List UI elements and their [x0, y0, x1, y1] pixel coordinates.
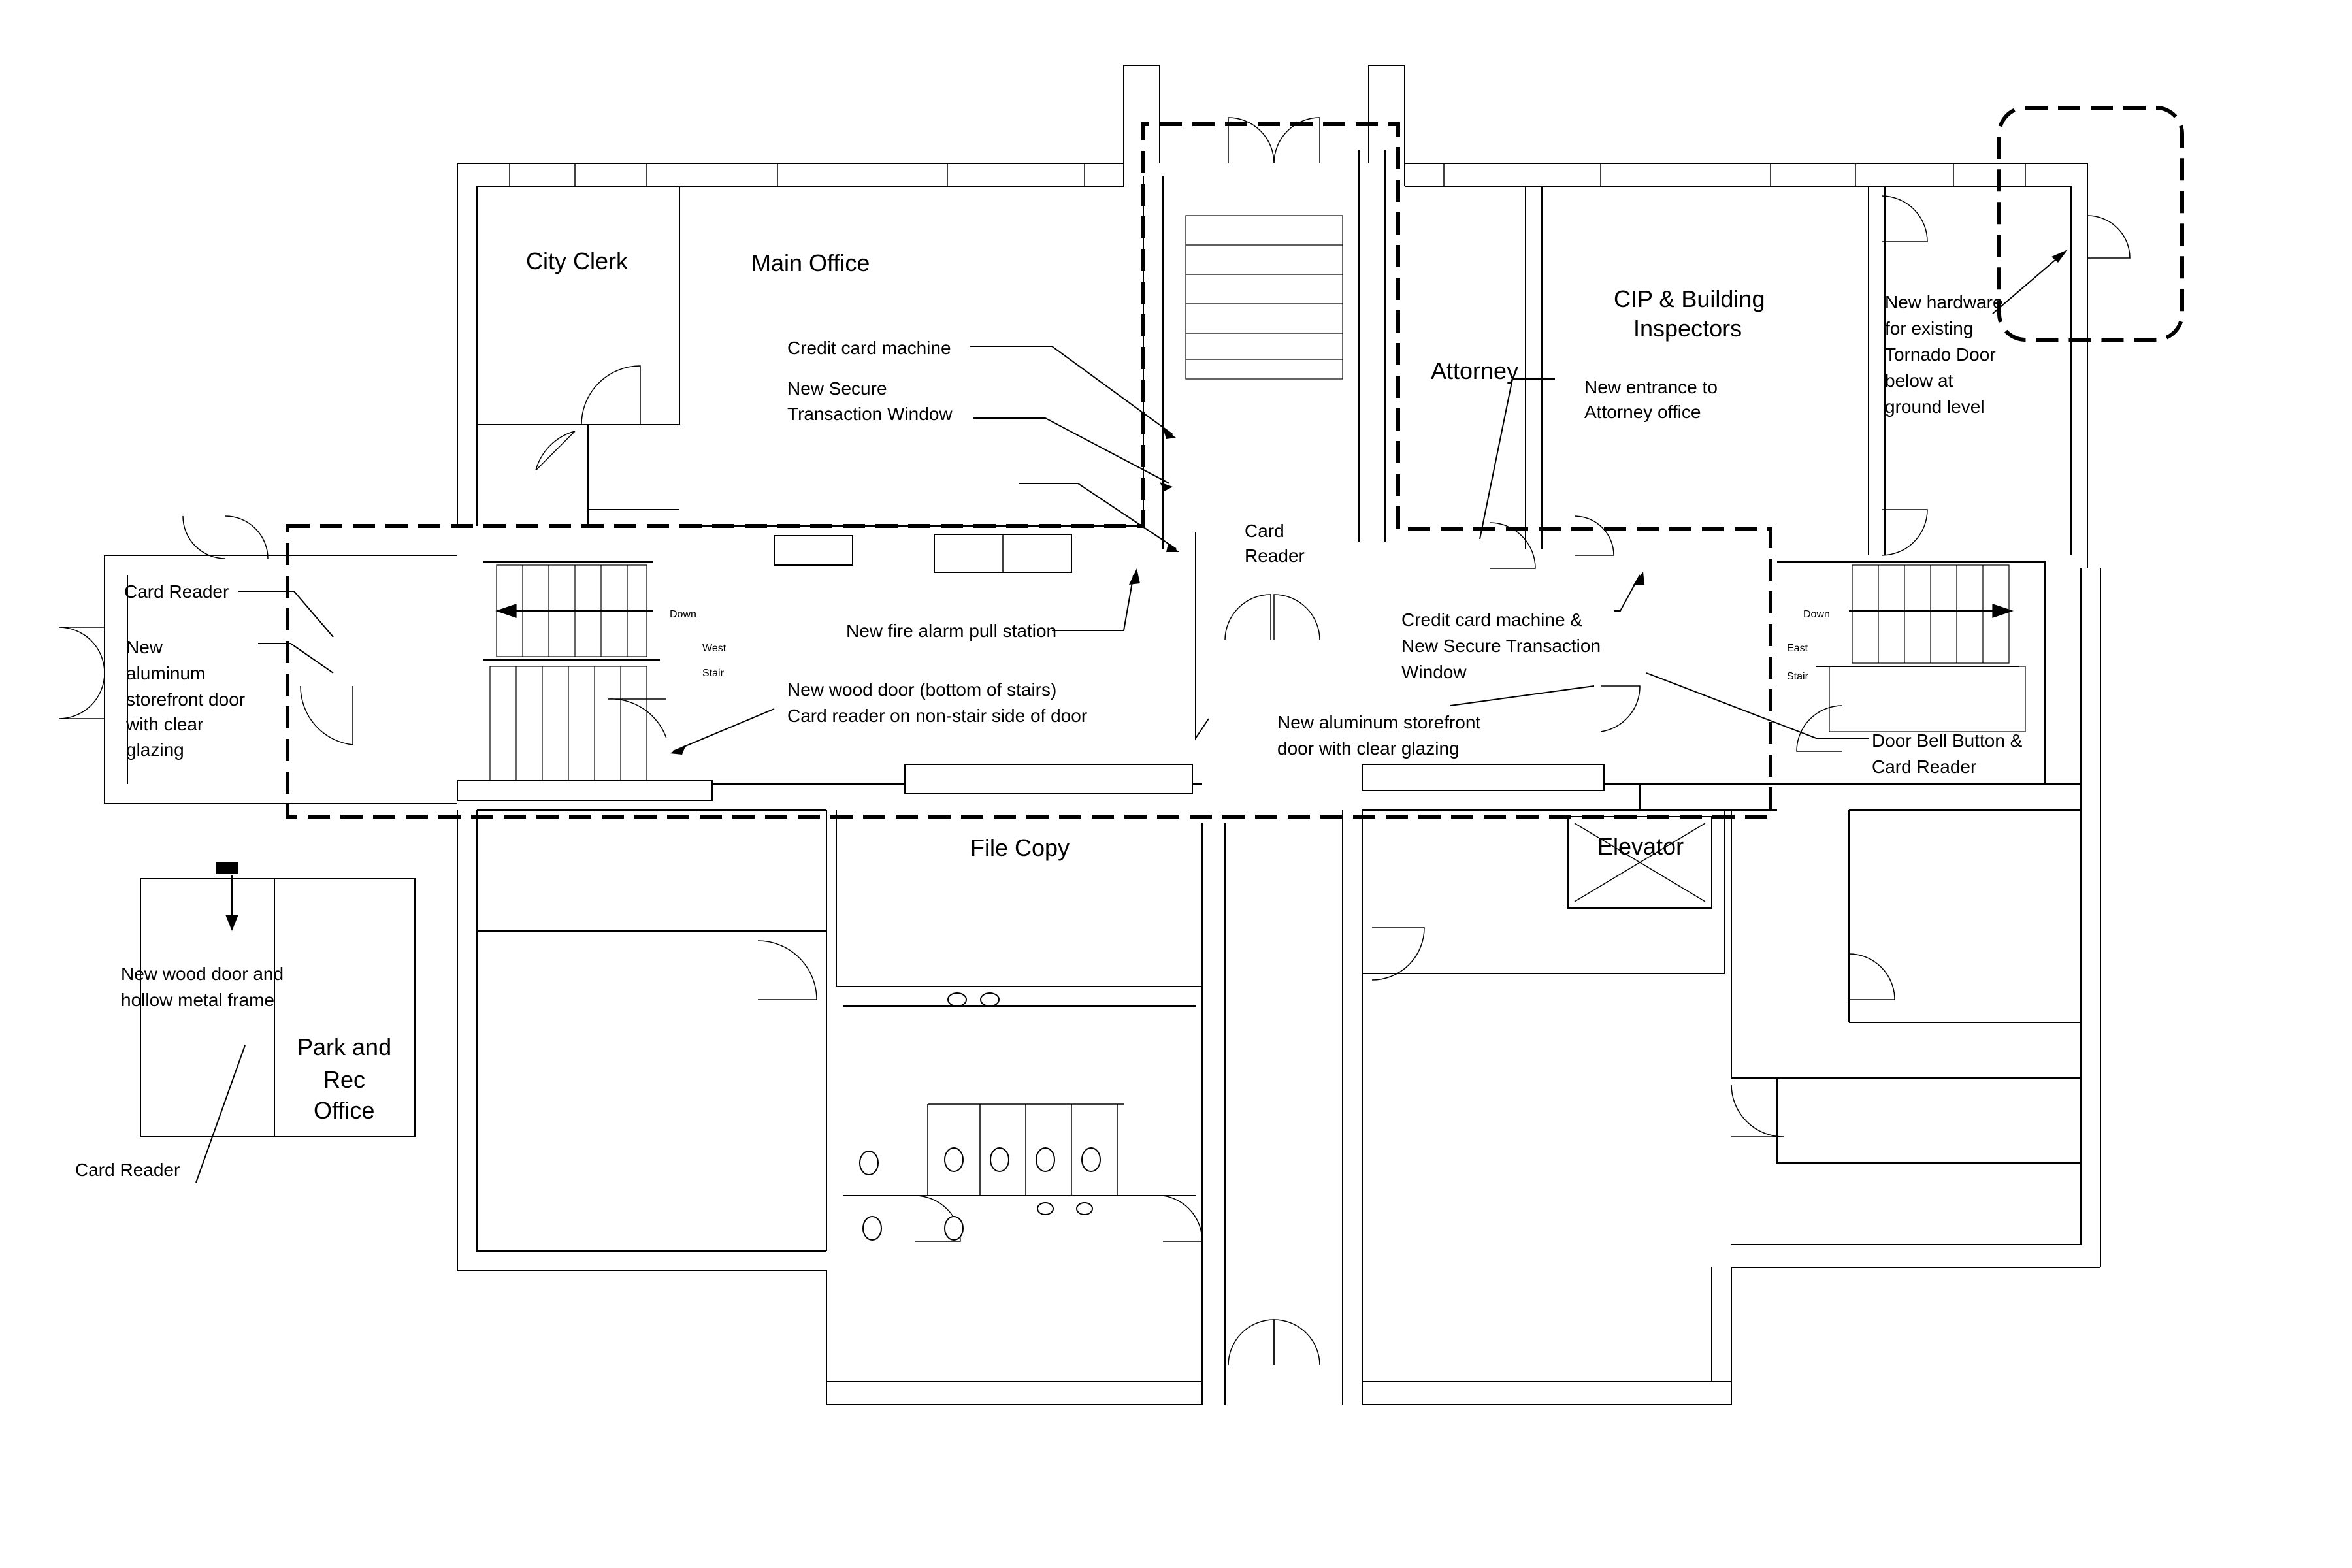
room-label-cip-2: Inspectors	[1633, 315, 1742, 342]
note-tornado-2: for existing	[1885, 318, 1973, 338]
note-wood-door-park-2: hollow metal frame	[121, 990, 274, 1010]
park-rec-inset	[140, 862, 416, 1137]
annotations: Credit card machine New Secure Transacti…	[75, 292, 2023, 1180]
restroom-fixtures	[457, 534, 1605, 1241]
west-stair-label-2: Stair	[702, 668, 725, 679]
room-label-attorney: Attorney	[1431, 357, 1518, 384]
note-wood-door-park-1: New wood door and	[121, 964, 284, 984]
room-label-park-2: Rec	[323, 1066, 365, 1093]
room-label-city-clerk: City Clerk	[526, 248, 629, 274]
center-stair	[1185, 215, 1343, 380]
stair-labels: Down West Stair Down East Stair	[670, 609, 1830, 682]
note-card-reader-center-1: Card	[1245, 521, 1284, 541]
room-label-park-1: Park and	[297, 1034, 391, 1060]
note-new-entrance-1: New entrance to	[1584, 377, 1718, 397]
note-tornado-1: New hardware	[1885, 292, 2003, 312]
note-wood-door-stairs-2: Card reader on non-stair side of door	[787, 706, 1087, 726]
building-outline	[104, 65, 2101, 1405]
note-fire-alarm: New fire alarm pull station	[846, 621, 1056, 641]
room-label-park-3: Office	[314, 1097, 374, 1124]
note-credit-card-machine: Credit card machine	[787, 338, 951, 358]
note-card-reader-park: Card Reader	[75, 1160, 180, 1180]
note-door-bell-2: Card Reader	[1872, 757, 1976, 777]
note-card-reader-west: Card Reader	[124, 581, 229, 602]
note-wood-door-stairs-1: New wood door (bottom of stairs)	[787, 679, 1056, 700]
note-card-reader-center-2: Reader	[1245, 546, 1305, 566]
room-labels: City Clerk Main Office CIP & Building In…	[297, 248, 1765, 1124]
east-stair	[1829, 564, 2026, 732]
note-storefront-west-5: glazing	[126, 740, 184, 760]
note-storefront-center-1: New aluminum storefront	[1277, 712, 1480, 732]
room-label-elevator: Elevator	[1597, 833, 1684, 860]
west-stair-label-1: West	[702, 643, 727, 654]
east-stair-down: Down	[1803, 609, 1830, 620]
note-storefront-west-1: New	[126, 637, 163, 657]
note-credit-east-3: Window	[1401, 662, 1467, 682]
note-door-bell-1: Door Bell Button &	[1872, 730, 2023, 751]
room-label-cip-1: CIP & Building	[1614, 286, 1765, 312]
leader-arrowheads	[670, 250, 2068, 755]
note-tornado-4: below at	[1885, 370, 1953, 391]
note-secure-window-2: Transaction Window	[787, 404, 953, 424]
note-storefront-west-2: aluminum	[126, 663, 205, 683]
leader-lines	[195, 254, 2062, 1183]
east-stair-label-1: East	[1787, 643, 1808, 654]
note-storefront-west-3: storefront door	[126, 689, 245, 710]
room-label-main-office: Main Office	[751, 250, 870, 276]
east-stair-label-2: Stair	[1787, 671, 1809, 682]
note-new-entrance-2: Attorney office	[1584, 402, 1701, 422]
note-credit-east-1: Credit card machine &	[1401, 610, 1582, 630]
note-storefront-west-4: with clear	[125, 714, 203, 734]
room-label-file-copy: File Copy	[970, 834, 1070, 861]
note-tornado-3: Tornado Door	[1885, 344, 1996, 365]
doors	[58, 117, 2131, 1366]
scope-boundary	[286, 106, 2184, 819]
note-credit-east-2: New Secure Transaction	[1401, 636, 1601, 656]
note-secure-window-1: New Secure	[787, 378, 887, 399]
note-tornado-5: ground level	[1885, 397, 1985, 417]
west-stair-down: Down	[670, 609, 696, 620]
note-storefront-center-2: door with clear glazing	[1277, 738, 1460, 759]
west-stair	[489, 564, 653, 785]
